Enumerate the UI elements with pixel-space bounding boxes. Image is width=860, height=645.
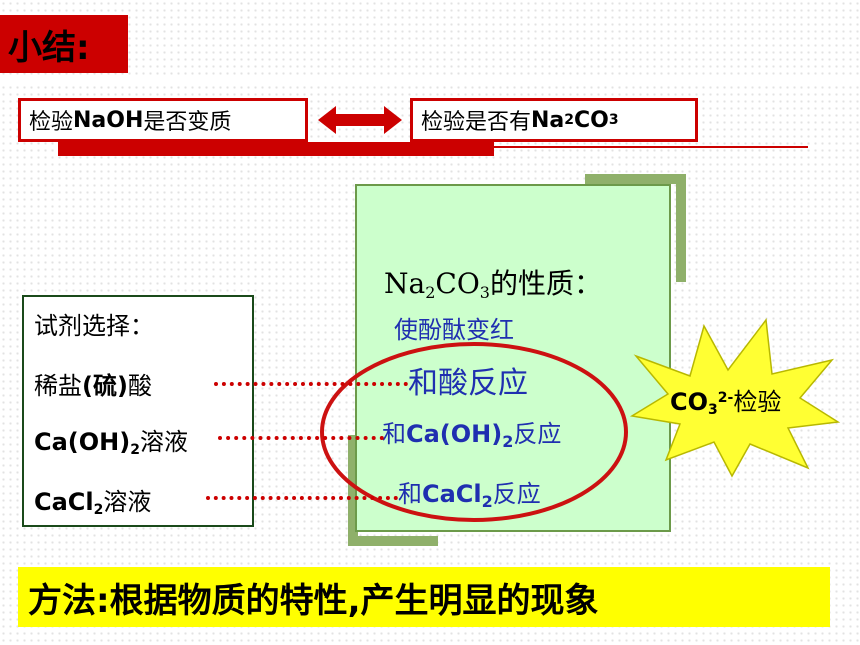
reagent3-formula: CaCl	[34, 488, 94, 516]
reagent2-sub: 2	[130, 442, 140, 458]
dotted-connector-1	[214, 382, 408, 386]
starburst-icon	[629, 318, 841, 478]
check-left-prefix: 检验	[29, 110, 74, 135]
props-title-na: Na	[384, 267, 426, 300]
reagent1-paren: (硫)	[82, 372, 128, 400]
check-underbar	[58, 142, 494, 156]
method-banner: 方法:根据物质的特性,产生明显的现象	[18, 567, 830, 627]
check-right-co-sub: 3	[608, 112, 619, 128]
slide-title: 小结:	[0, 15, 128, 73]
reagent1-pre: 稀盐	[34, 372, 82, 400]
property-phenolphthalein: 使酚酞变红	[394, 316, 514, 344]
dotted-connector-3	[206, 496, 398, 500]
property-caoh2: 和Ca(OH)2反应	[382, 414, 561, 451]
property-cacl2: 和CaCl2反应	[398, 474, 541, 511]
dotted-connector-2	[218, 436, 384, 440]
check-left-suffix: 是否变质	[143, 110, 232, 135]
star-sub: 3	[708, 402, 718, 418]
slide-title-text: 小结:	[8, 27, 90, 68]
reagent-acid: 稀盐(硫)酸	[34, 366, 152, 401]
reagent-title: 试剂选择：	[34, 312, 154, 340]
reagent-panel	[22, 295, 254, 527]
reagent2-suffix: 溶液	[139, 428, 188, 456]
prop3-formula: Ca(OH)	[406, 420, 503, 448]
double-arrow-icon	[318, 106, 402, 134]
property-acid: 和酸反应	[408, 366, 528, 401]
method-text: 方法:根据物质的特性,产生明显的现象	[28, 580, 599, 621]
check-right-prefix: 检验是否有	[421, 110, 532, 135]
reagent3-sub: 2	[93, 502, 104, 518]
properties-title: Na2CO3的性质：	[384, 262, 602, 302]
green-shadow-left	[348, 435, 358, 543]
check-right-co: CO	[574, 107, 609, 133]
prop4-sub: 2	[481, 492, 493, 511]
prop4-suffix: 反应	[492, 480, 541, 508]
green-shadow-top	[585, 174, 681, 184]
reagent-cacl2: CaCl2溶液	[34, 482, 151, 518]
reagent3-suffix: 溶液	[103, 488, 152, 516]
reagent2-formula: Ca(OH)	[34, 428, 131, 456]
reagent1-post: 酸	[127, 372, 152, 400]
star-suffix: 检验	[733, 388, 782, 416]
green-shadow-bottom	[348, 536, 438, 546]
green-shadow-right	[676, 174, 686, 282]
props-title-co: CO	[435, 267, 480, 300]
prop4-formula: CaCl	[422, 480, 482, 508]
prop3-suffix: 反应	[513, 420, 562, 448]
props-title-na-sub: 2	[425, 283, 436, 302]
prop3-sub: 2	[502, 432, 514, 451]
properties-panel	[355, 184, 671, 532]
check-left-formula: NaOH	[73, 107, 144, 133]
star-co: CO	[670, 388, 709, 416]
props-title-co-sub: 3	[479, 283, 490, 302]
props-title-suffix: 的性质：	[489, 267, 602, 300]
title-underbar	[0, 75, 860, 85]
star-sup: 2-	[717, 390, 734, 406]
prop4-prefix: 和	[398, 480, 422, 508]
divider-line	[490, 146, 808, 148]
check-right-na-sub: 2	[564, 112, 575, 128]
prop3-prefix: 和	[382, 420, 406, 448]
highlight-ellipse	[320, 342, 628, 522]
carbonate-test-label: CO32-检验	[670, 382, 781, 418]
reagent-caoh2: Ca(OH)2溶液	[34, 422, 188, 458]
check-right-na: Na	[531, 107, 565, 133]
